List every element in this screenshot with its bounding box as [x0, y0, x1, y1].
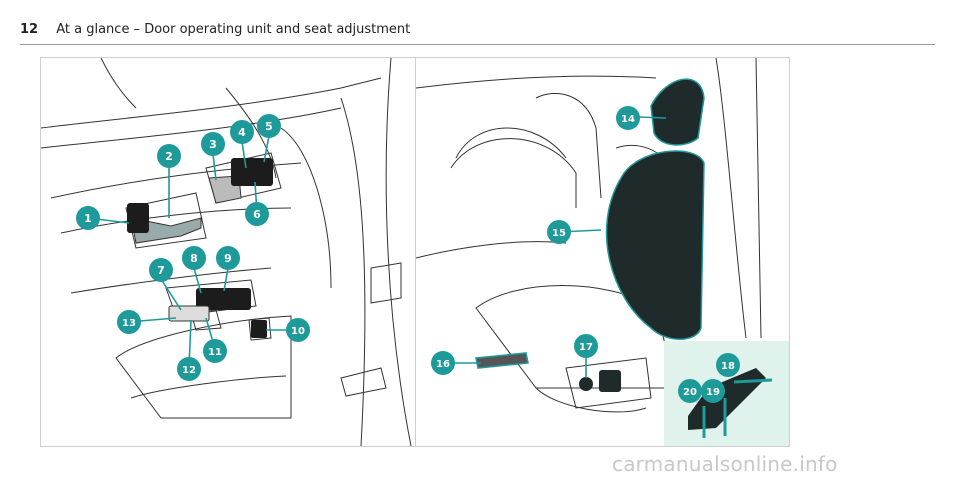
- callout-16: 16: [431, 351, 455, 375]
- svg-text:12: 12: [182, 365, 196, 376]
- seat-lever: [475, 352, 529, 369]
- window-switches: [168, 305, 210, 322]
- lock-button-panel: [127, 203, 149, 233]
- callout-18: 18: [716, 353, 740, 377]
- callout-7: 7: [149, 258, 173, 282]
- callout-13: 13: [117, 310, 141, 334]
- callout-1: 1: [76, 206, 100, 230]
- svg-text:17: 17: [579, 342, 593, 353]
- svg-text:7: 7: [157, 264, 165, 277]
- headrest: [650, 78, 705, 146]
- mirror-switch: [251, 320, 267, 338]
- callout-15: 15: [547, 220, 571, 244]
- svg-text:20: 20: [683, 387, 697, 398]
- svg-text:19: 19: [706, 387, 720, 398]
- door-operating-unit-illustration: 1 2 3 4 5 6 7 8: [40, 57, 417, 447]
- svg-text:16: 16: [436, 359, 450, 370]
- page-title: At a glance – Door operating unit and se…: [56, 22, 411, 37]
- seat-switch: [599, 370, 621, 392]
- callout-14: 14: [616, 106, 640, 130]
- callout-12: 12: [177, 357, 201, 381]
- callout-17: 17: [574, 334, 598, 358]
- page-number: 12: [20, 22, 39, 37]
- svg-text:15: 15: [552, 228, 566, 239]
- callout-19: 19: [701, 379, 725, 403]
- callout-9: 9: [216, 246, 240, 270]
- lumbar-switch: [579, 377, 593, 391]
- callout-4: 4: [230, 120, 254, 144]
- page-header: 12 At a glance – Door operating unit and…: [20, 22, 410, 37]
- callout-5: 5: [257, 114, 281, 138]
- callout-8: 8: [182, 246, 206, 270]
- svg-text:14: 14: [621, 114, 635, 125]
- window-switch-panel: [196, 288, 251, 310]
- door-line-art: 1 2 3 4 5 6 7 8: [41, 58, 412, 446]
- svg-text:1: 1: [84, 212, 92, 225]
- seat-switch-closeup: [688, 368, 766, 430]
- memory-button-panel: [231, 158, 273, 186]
- callout-3: 3: [201, 132, 225, 156]
- svg-text:10: 10: [291, 326, 305, 337]
- seat-adjustment-illustration: 14 15 16 17 18 19 20: [415, 57, 790, 447]
- svg-text:3: 3: [209, 138, 217, 151]
- header-rule: [20, 44, 935, 45]
- callout-10: 10: [286, 318, 310, 342]
- watermark: carmanualsonline.info: [612, 452, 838, 476]
- svg-text:6: 6: [253, 208, 261, 221]
- callout-11: 11: [203, 339, 227, 363]
- callout-2: 2: [157, 144, 181, 168]
- svg-text:11: 11: [208, 347, 222, 358]
- seat-backrest: [605, 150, 705, 340]
- svg-text:4: 4: [238, 126, 246, 139]
- svg-text:8: 8: [190, 252, 198, 265]
- seat-line-art: 14 15 16 17 18 19 20: [416, 58, 789, 446]
- svg-text:13: 13: [122, 318, 136, 329]
- svg-text:5: 5: [265, 120, 273, 133]
- callout-20: 20: [678, 379, 702, 403]
- svg-text:2: 2: [165, 150, 173, 163]
- callout-6: 6: [245, 202, 269, 226]
- svg-text:9: 9: [224, 252, 232, 265]
- svg-text:18: 18: [721, 361, 735, 372]
